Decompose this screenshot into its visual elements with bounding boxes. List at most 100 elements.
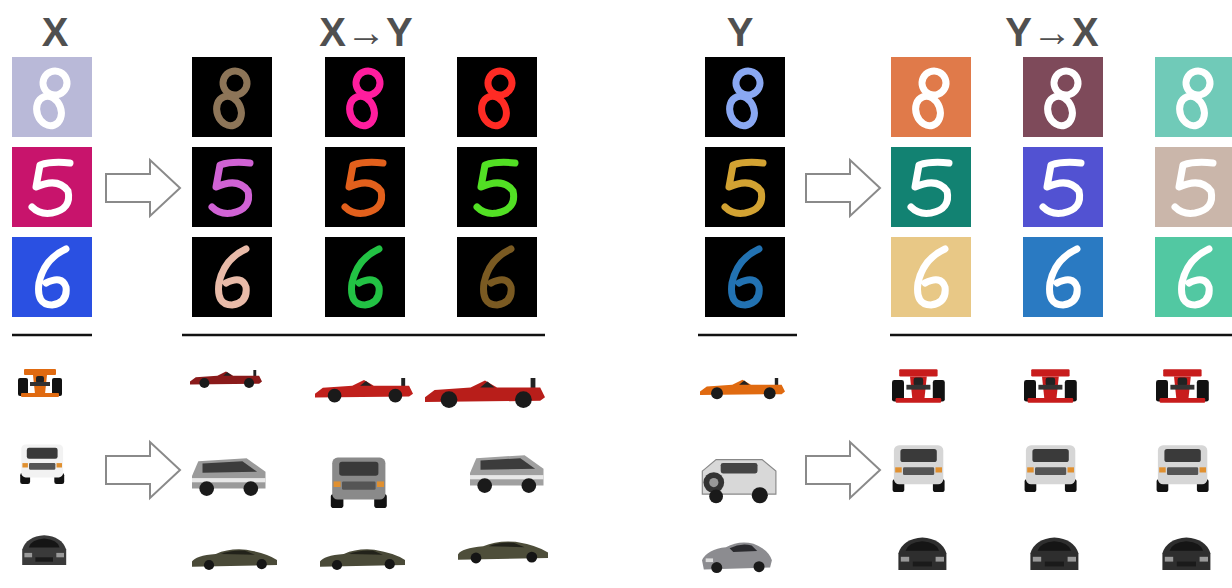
digit-tile <box>891 237 971 317</box>
shape <box>906 385 930 390</box>
car-image <box>893 445 945 492</box>
shape <box>900 449 936 462</box>
shape <box>1032 449 1068 462</box>
shape <box>203 461 258 473</box>
shape <box>1033 557 1041 562</box>
shape <box>936 557 944 562</box>
shape <box>334 481 341 487</box>
shape <box>377 481 384 487</box>
shape <box>219 249 247 305</box>
wheel <box>332 560 342 570</box>
shape <box>470 475 544 479</box>
wheel <box>199 481 214 496</box>
shape <box>30 382 50 386</box>
digit-tile <box>325 57 405 137</box>
digit-tile <box>457 57 537 137</box>
shape <box>1027 467 1034 472</box>
shape <box>891 57 971 137</box>
car-image <box>22 535 66 565</box>
shape <box>192 147 272 227</box>
shape <box>39 249 67 305</box>
separator-line <box>12 334 92 337</box>
digit-tile <box>12 57 92 137</box>
wheel <box>515 391 532 408</box>
shape <box>1045 562 1064 567</box>
wheel <box>477 478 492 493</box>
wheel <box>244 378 254 388</box>
car-image <box>20 444 64 484</box>
shape <box>806 160 880 216</box>
digit-stroke <box>213 93 246 129</box>
shape <box>1163 369 1201 376</box>
shape <box>901 557 909 562</box>
separator-line <box>182 334 545 337</box>
shape <box>12 147 92 227</box>
shape <box>898 538 946 570</box>
shape <box>360 381 372 386</box>
digit-tile <box>12 237 92 317</box>
digit-stroke <box>1176 93 1209 129</box>
wheel <box>385 559 395 569</box>
wheel <box>764 387 776 399</box>
shape <box>891 237 971 317</box>
shape <box>721 463 758 473</box>
shape <box>192 478 266 482</box>
shape <box>1177 562 1196 567</box>
shape <box>56 553 64 557</box>
car-image <box>315 378 413 403</box>
shape <box>1023 57 1103 137</box>
shape <box>1167 467 1198 475</box>
column-header: Y <box>727 12 754 52</box>
shape <box>896 398 942 403</box>
column-header: X <box>42 12 69 52</box>
shape <box>1170 385 1194 390</box>
block-arrow <box>106 160 180 216</box>
digit-stroke <box>33 93 66 129</box>
shape <box>1023 237 1103 317</box>
shape <box>223 372 232 376</box>
digit-tile <box>192 237 272 317</box>
digit-tile <box>12 147 92 227</box>
shape <box>1170 541 1204 551</box>
car-image <box>892 369 945 403</box>
digit-tile <box>1155 147 1232 227</box>
shape <box>332 458 385 500</box>
shape <box>325 237 405 317</box>
shape <box>1165 557 1173 562</box>
shape <box>24 369 56 375</box>
wheel <box>752 487 768 503</box>
shape <box>457 57 537 137</box>
wheel <box>703 472 724 493</box>
shape <box>32 162 70 213</box>
car-image <box>1024 369 1077 403</box>
digit-stroke <box>726 93 759 129</box>
shape <box>1164 449 1200 462</box>
car-image <box>702 542 772 573</box>
wheel <box>389 389 403 403</box>
shape <box>481 458 536 470</box>
shape <box>22 535 66 565</box>
wheel <box>257 559 267 569</box>
shape <box>22 463 28 467</box>
digit-tile <box>457 147 537 227</box>
shape <box>906 541 940 551</box>
column-header: X→Y <box>319 12 412 52</box>
shape <box>1050 249 1078 305</box>
shape <box>21 393 59 397</box>
shape <box>894 445 943 484</box>
digit-tile <box>192 57 272 137</box>
separator-line <box>890 334 1232 337</box>
shape <box>342 481 376 489</box>
digit-tile <box>325 147 405 227</box>
shape <box>57 463 63 467</box>
shape <box>895 467 902 472</box>
car-image <box>1156 369 1209 403</box>
shape <box>212 162 250 213</box>
shape <box>705 57 785 137</box>
wheel <box>526 552 537 563</box>
separator-line <box>698 334 797 337</box>
shape <box>192 237 272 317</box>
shape <box>1023 147 1103 227</box>
car-image <box>702 460 776 504</box>
